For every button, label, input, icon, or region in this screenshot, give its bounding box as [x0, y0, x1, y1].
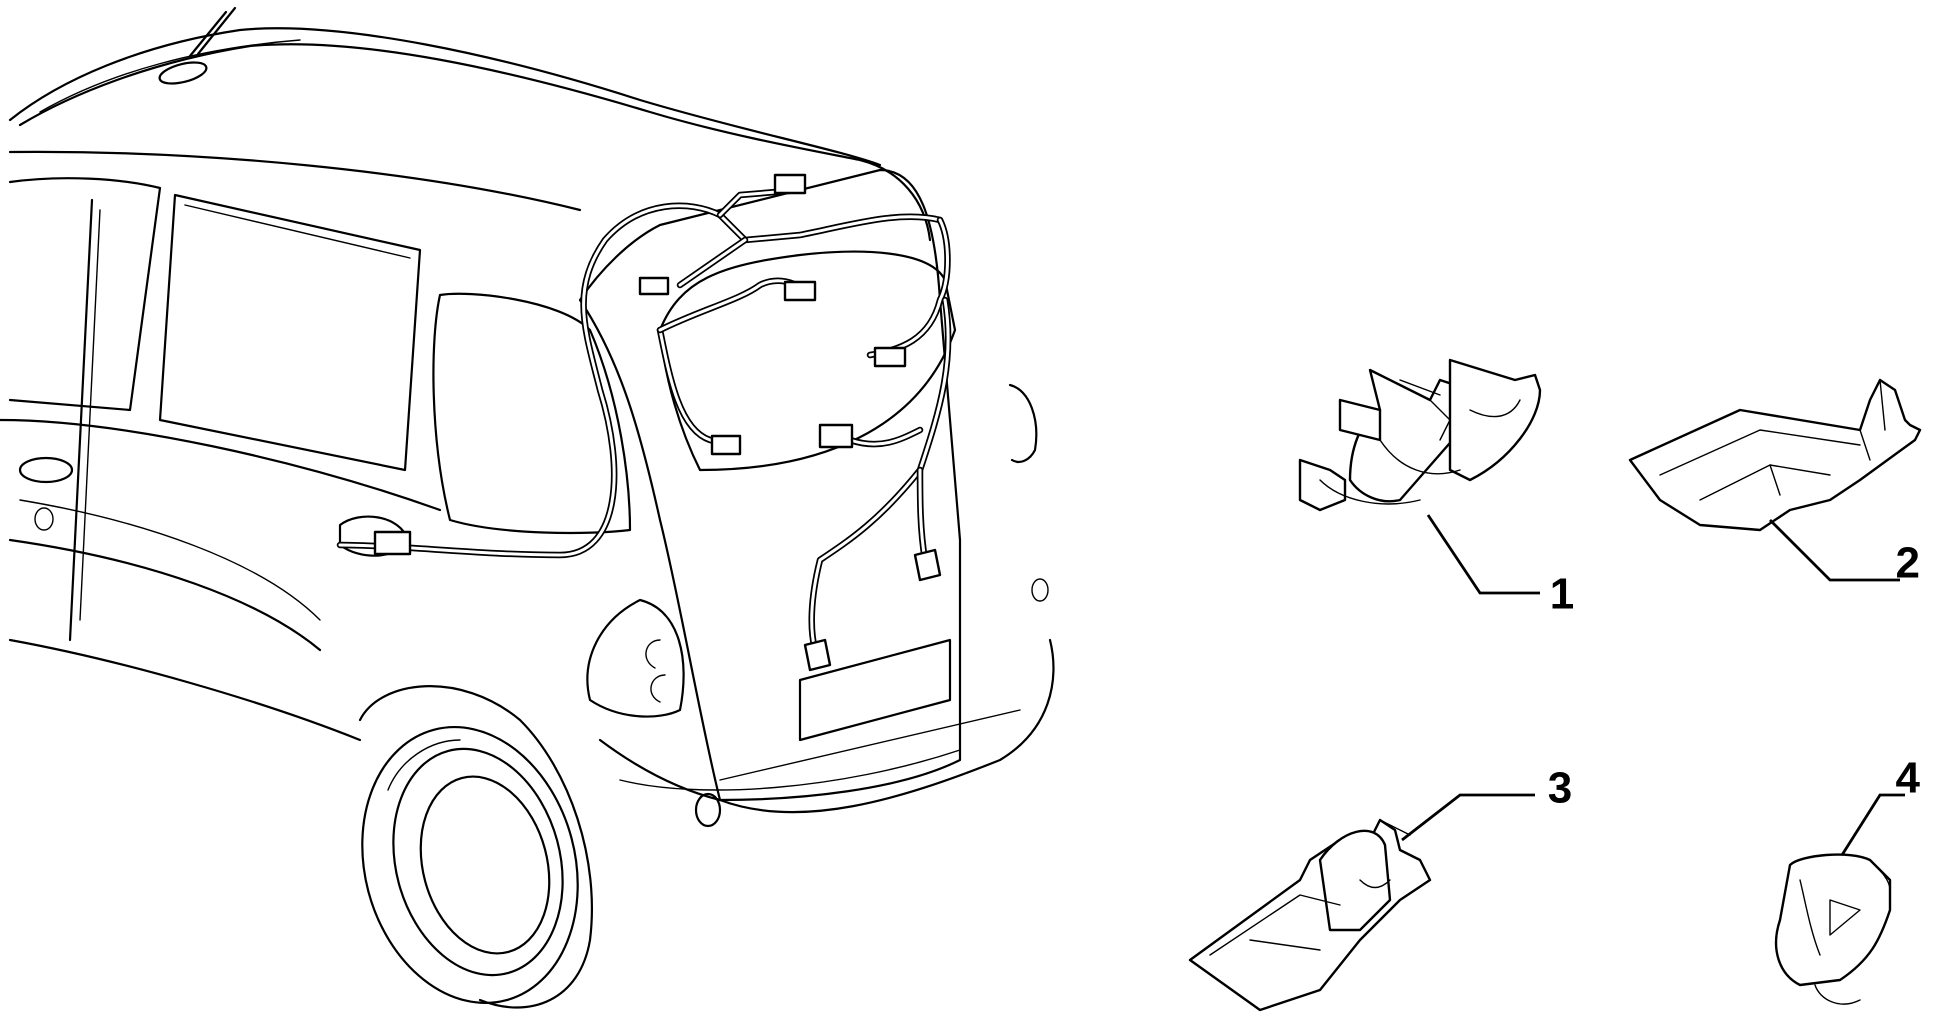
roof-antenna [158, 6, 237, 85]
vehicle-rear-view [0, 6, 1055, 1009]
wiring-harness [336, 173, 952, 672]
rear-wheel [358, 685, 594, 1009]
part-2-flat-clip [1628, 378, 1922, 532]
callout-2-label: 2 [1896, 539, 1920, 588]
callout-3-label: 3 [1548, 764, 1572, 813]
side-body [0, 177, 442, 742]
tailgate [578, 168, 1055, 828]
callout-3: 3 [1401, 764, 1572, 842]
callout-4: 4 [1840, 754, 1921, 856]
callout-1-label: 1 [1550, 570, 1574, 619]
callout-4-label: 4 [1896, 754, 1921, 803]
part-1-twin-clip [1298, 358, 1542, 512]
part-3-spring-clip [1188, 818, 1432, 1012]
part-4-round-clip [1774, 853, 1892, 1005]
roof [8, 27, 932, 242]
callout-2: 2 [1769, 519, 1920, 588]
callout-1: 1 [1426, 514, 1574, 619]
rear-lamp [586, 383, 1038, 718]
rear-quarter-window [432, 292, 632, 535]
